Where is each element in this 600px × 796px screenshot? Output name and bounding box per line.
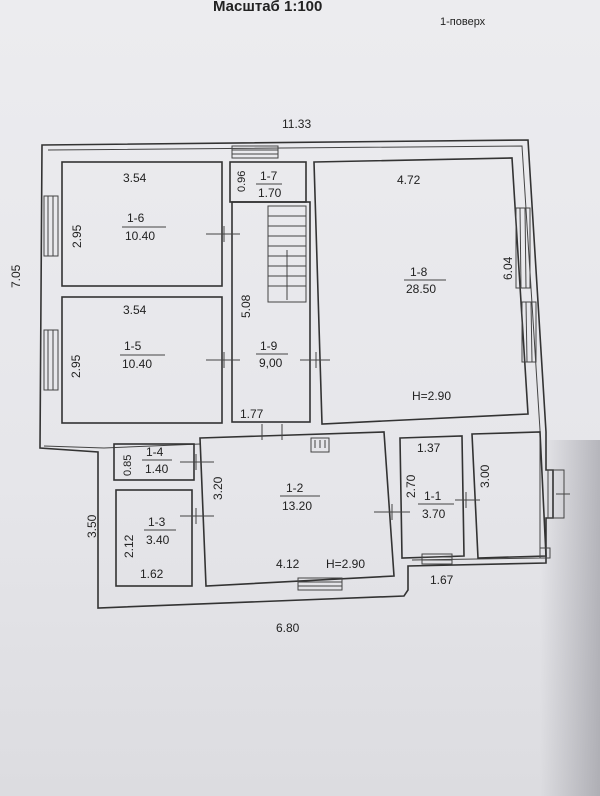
window-bottom <box>297 577 343 591</box>
room-1-3 <box>115 489 193 587</box>
window-right-bottom <box>521 301 537 363</box>
room-1-6-area: 10.40 <box>125 229 155 243</box>
room-1-8-height: H=2.90 <box>412 389 451 403</box>
room-1-2 <box>199 431 395 587</box>
room-1-2-depth: 3.20 <box>211 476 225 500</box>
room-1-2-height: H=2.90 <box>326 557 365 571</box>
window-entry <box>421 553 453 565</box>
room-1-8 <box>313 157 529 425</box>
room-1-1-width2: 1.67 <box>430 573 454 587</box>
room-1-5-width: 3.54 <box>123 303 147 317</box>
room-1-1-depth2: 3.00 <box>478 464 492 488</box>
room-1-2-area: 13.20 <box>282 499 312 513</box>
room-1-1-id: 1-1 <box>424 489 442 503</box>
room-1-2-width: 4.12 <box>276 557 300 571</box>
room-1-9-area: 9,00 <box>259 356 283 370</box>
floor-label: 1-поверх <box>440 16 486 28</box>
room-1-7-id: 1-7 <box>260 169 278 183</box>
porch <box>471 431 547 559</box>
room-1-9-id: 1-9 <box>260 339 278 353</box>
room-1-8-depth: 6.04 <box>501 256 515 280</box>
room-1-7-depth: 0.96 <box>236 171 248 192</box>
room-1-6 <box>61 161 223 287</box>
room-1-9-width: 1.77 <box>240 407 264 421</box>
window-right-top <box>515 207 531 289</box>
room-1-5-area: 10.40 <box>122 357 152 371</box>
room-1-1-area: 3.70 <box>422 507 446 521</box>
room-1-1-depth: 2.70 <box>404 474 418 498</box>
room-1-1-width: 1.37 <box>417 441 441 455</box>
room-1-9-depth: 5.08 <box>239 294 253 318</box>
dim-width-bottom: 6.80 <box>276 621 300 635</box>
room-1-6-id: 1-6 <box>127 211 145 225</box>
room-1-5-depth: 2.95 <box>69 354 83 378</box>
dim-width-top: 11.33 <box>282 117 311 131</box>
window-left-bottom <box>43 329 59 391</box>
stove-icon <box>310 437 330 453</box>
room-1-8-id: 1-8 <box>410 265 428 279</box>
room-1-5-id: 1-5 <box>124 339 142 353</box>
dim-lower-left: 3.50 <box>85 514 99 538</box>
room-1-3-id: 1-3 <box>148 515 166 529</box>
room-1-4-area: 1.40 <box>145 462 169 476</box>
room-1-2-id: 1-2 <box>286 481 304 495</box>
stairs <box>267 205 307 303</box>
room-1-4-id: 1-4 <box>146 445 164 459</box>
room-1-3-area: 3.40 <box>146 533 170 547</box>
dim-height-left: 7.05 <box>9 264 23 288</box>
door-marks <box>180 226 480 524</box>
entry-door-icon <box>547 469 570 519</box>
room-1-1 <box>399 435 465 559</box>
room-1-8-width: 4.72 <box>397 173 421 187</box>
room-1-4-depth: 0.85 <box>122 455 134 476</box>
photo-shadow <box>540 440 600 796</box>
room-1-6-width: 3.54 <box>123 171 147 185</box>
room-1-7-area: 1.70 <box>258 186 282 200</box>
window-left-top <box>43 195 59 257</box>
room-1-6-depth: 2.95 <box>70 224 84 248</box>
window-top <box>231 145 279 159</box>
room-1-8-area: 28.50 <box>406 282 436 296</box>
room-1-3-depth: 2.12 <box>122 534 136 558</box>
room-1-9 <box>231 201 311 423</box>
outer-wall <box>39 139 554 609</box>
room-1-3-width: 1.62 <box>140 567 164 581</box>
scale-label: Масштаб 1:100 <box>213 0 322 15</box>
